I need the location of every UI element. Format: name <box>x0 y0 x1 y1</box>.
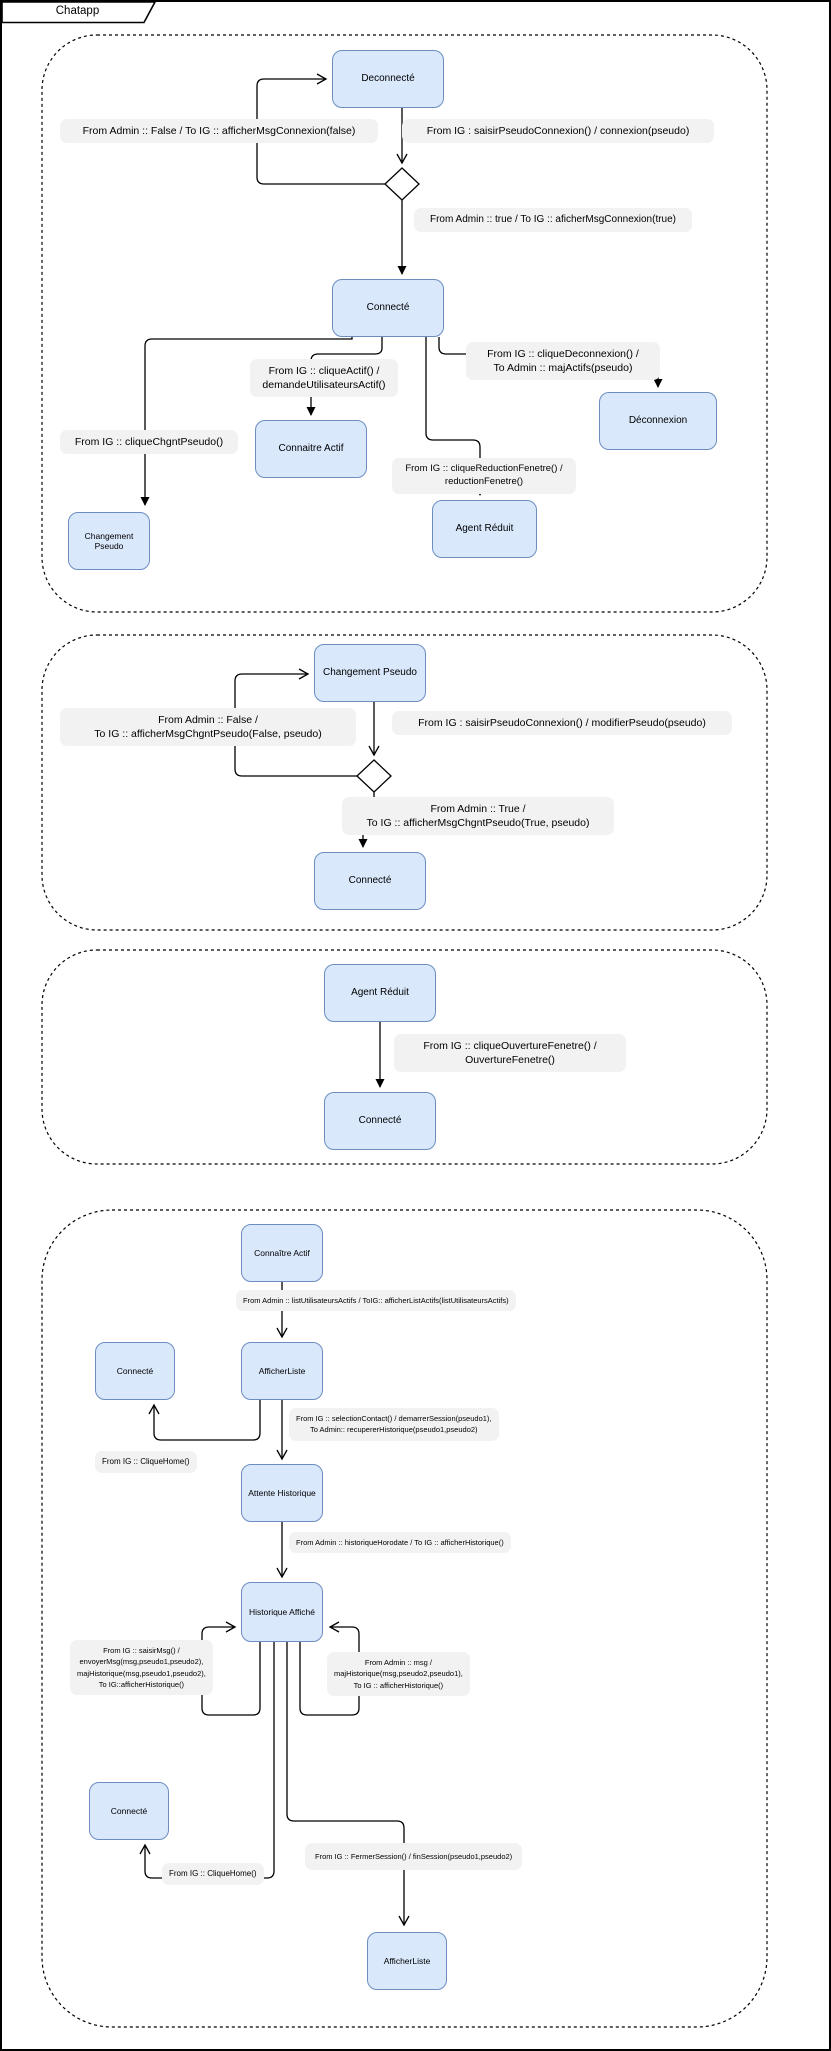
state-afficher-liste-2[interactable]: AfficherListe <box>367 1932 447 1990</box>
state-afficher-liste-1[interactable]: AfficherListe <box>241 1342 323 1400</box>
edge-historique-selfloop-adminmsg[interactable] <box>299 1621 360 1716</box>
transition-admin-false-pseudo[interactable]: From Admin :: False / To IG :: afficherM… <box>60 708 356 747</box>
transition-fermer-session[interactable]: From IG :: FermerSession() / finSession(… <box>305 1843 523 1871</box>
edge-afficherliste-to-connecte-home[interactable] <box>148 1400 261 1441</box>
region-changement-pseudo[interactable] <box>41 634 768 931</box>
transition-clique-reduction[interactable]: From IG :: cliqueReductionFenetre() / re… <box>392 458 576 494</box>
state-deconnexion[interactable]: Déconnexion <box>599 392 717 450</box>
region-agent-reduit[interactable] <box>41 949 768 1165</box>
transition-clique-deconnexion[interactable]: From IG :: cliqueDeconnexion() / To Admi… <box>466 342 660 381</box>
transition-clique-actif[interactable]: From IG :: cliqueActif() / demandeUtilis… <box>250 359 398 398</box>
edge-connecte-to-changement[interactable] <box>140 337 353 506</box>
transition-list-actifs[interactable]: From Admin :: listUtilisateursActifs / T… <box>236 1290 516 1312</box>
transition-clique-chgnt-pseudo[interactable]: From IG :: cliqueChgntPseudo() <box>60 430 238 455</box>
transition-admin-true-pseudo[interactable]: From Admin :: True / To IG :: afficherMs… <box>342 797 614 836</box>
transition-saisir-msg[interactable]: From IG :: saisirMsg() / envoyerMsg(msg,… <box>70 1640 213 1695</box>
frame-tab-shape <box>2 2 156 24</box>
transition-selection-contact[interactable]: From IG :: selectionContact() / demarrer… <box>289 1408 499 1441</box>
transition-saisir-pseudo-modifier[interactable]: From IG : saisirPseudoConnexion() / modi… <box>392 711 732 736</box>
state-changement-pseudo-2[interactable]: Changement Pseudo <box>314 644 426 702</box>
state-agent-reduit-1[interactable]: Agent Réduit <box>432 500 537 558</box>
state-deconnecte[interactable]: Deconnecté <box>332 50 444 108</box>
choice-diamond-connexion[interactable] <box>384 167 420 201</box>
edge-connecte-to-connaitre[interactable] <box>306 337 383 416</box>
transition-historique-horodate[interactable]: From Admin :: historiqueHorodate / To IG… <box>289 1532 511 1554</box>
transition-clique-ouverture[interactable]: From IG :: cliqueOuvertureFenetre() / Ou… <box>394 1034 626 1073</box>
state-connecte-2[interactable]: Connecté <box>314 852 426 910</box>
transition-admin-false[interactable]: From Admin :: False / To IG :: afficherM… <box>60 119 378 144</box>
state-connaitre-actif-2[interactable]: Connaître Actif <box>241 1224 323 1282</box>
state-historique-affiche[interactable]: Historique Affiché <box>241 1582 323 1642</box>
region-session[interactable] <box>41 1209 768 2028</box>
frame-title: Chatapp <box>55 5 100 17</box>
transition-clique-home-2[interactable]: From IG :: CliqueHome() <box>162 1863 264 1885</box>
transition-admin-msg[interactable]: From Admin :: msg / majHistorique(msg,ps… <box>327 1652 470 1696</box>
state-connecte-4b[interactable]: Connecté <box>89 1782 169 1840</box>
state-agent-reduit-2[interactable]: Agent Réduit <box>324 964 436 1022</box>
state-changement-pseudo-1[interactable]: Changement Pseudo <box>68 512 150 570</box>
state-attente-historique[interactable]: Attente Historique <box>241 1464 323 1522</box>
state-connaitre-actif-1[interactable]: Connaitre Actif <box>255 420 367 478</box>
state-connecte-1[interactable]: Connecté <box>332 279 444 337</box>
edge-historique-to-afficherliste2[interactable] <box>286 1642 410 1927</box>
state-connecte-4a[interactable]: Connecté <box>95 1342 175 1400</box>
choice-diamond-pseudo[interactable] <box>356 759 392 793</box>
edge-historique-selfloop-saisirmsg[interactable] <box>201 1621 261 1716</box>
transition-saisir-pseudo-connexion[interactable]: From IG : saisirPseudoConnexion() / conn… <box>402 119 714 144</box>
transition-admin-true[interactable]: From Admin :: true / To IG :: aficherMsg… <box>414 208 692 232</box>
region-connexion[interactable] <box>41 34 768 613</box>
transition-clique-home-1[interactable]: From IG :: CliqueHome() <box>95 1451 197 1473</box>
edge-connecte-to-agent-reduit[interactable] <box>425 337 485 496</box>
state-connecte-3[interactable]: Connecté <box>324 1092 436 1150</box>
